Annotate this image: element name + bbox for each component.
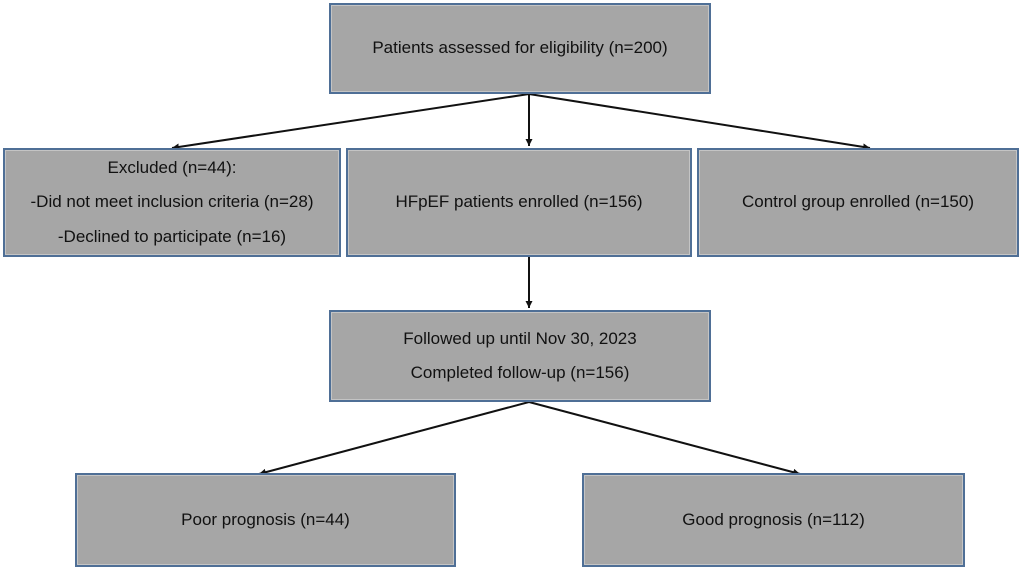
arrow-assessed-to-excluded [171,93,530,151]
hfpef-enrolled-text: HFpEF patients enrolled (n=156) [395,192,643,212]
followup-completed-text: Completed follow-up (n=156) [410,363,630,382]
followup-box: Followed up until Nov 30, 2023 Completed… [329,310,711,402]
arrow-followup-to-good [528,401,801,476]
excluded-reason-inclusion: -Did not meet inclusion criteria (n=28) [30,192,314,212]
control-enrolled-text: Control group enrolled (n=150) [741,192,974,212]
assessed-text: Patients assessed for eligibility (n=200… [372,38,668,58]
hfpef-enrolled-box: HFpEF patients enrolled (n=156) [346,148,692,257]
control-enrolled-box: Control group enrolled (n=150) [697,148,1019,257]
arrow-followup-to-poor [258,401,530,476]
poor-prognosis-text: Poor prognosis (n=44) [181,509,350,529]
excluded-box: Excluded (n=44): -Did not meet inclusion… [3,148,341,257]
assessed-box: Patients assessed for eligibility (n=200… [329,3,711,94]
excluded-title: Excluded (n=44): [107,157,237,177]
good-prognosis-box: Good prognosis (n=112) [582,473,965,567]
poor-prognosis-box: Poor prognosis (n=44) [75,473,456,567]
arrow-assessed-to-control [528,93,871,151]
followup-date-text: Followed up until Nov 30, 2023 [403,328,637,348]
excluded-reason-declined: -Declined to participate (n=16) [57,226,287,246]
good-prognosis-text: Good prognosis (n=112) [682,509,865,529]
